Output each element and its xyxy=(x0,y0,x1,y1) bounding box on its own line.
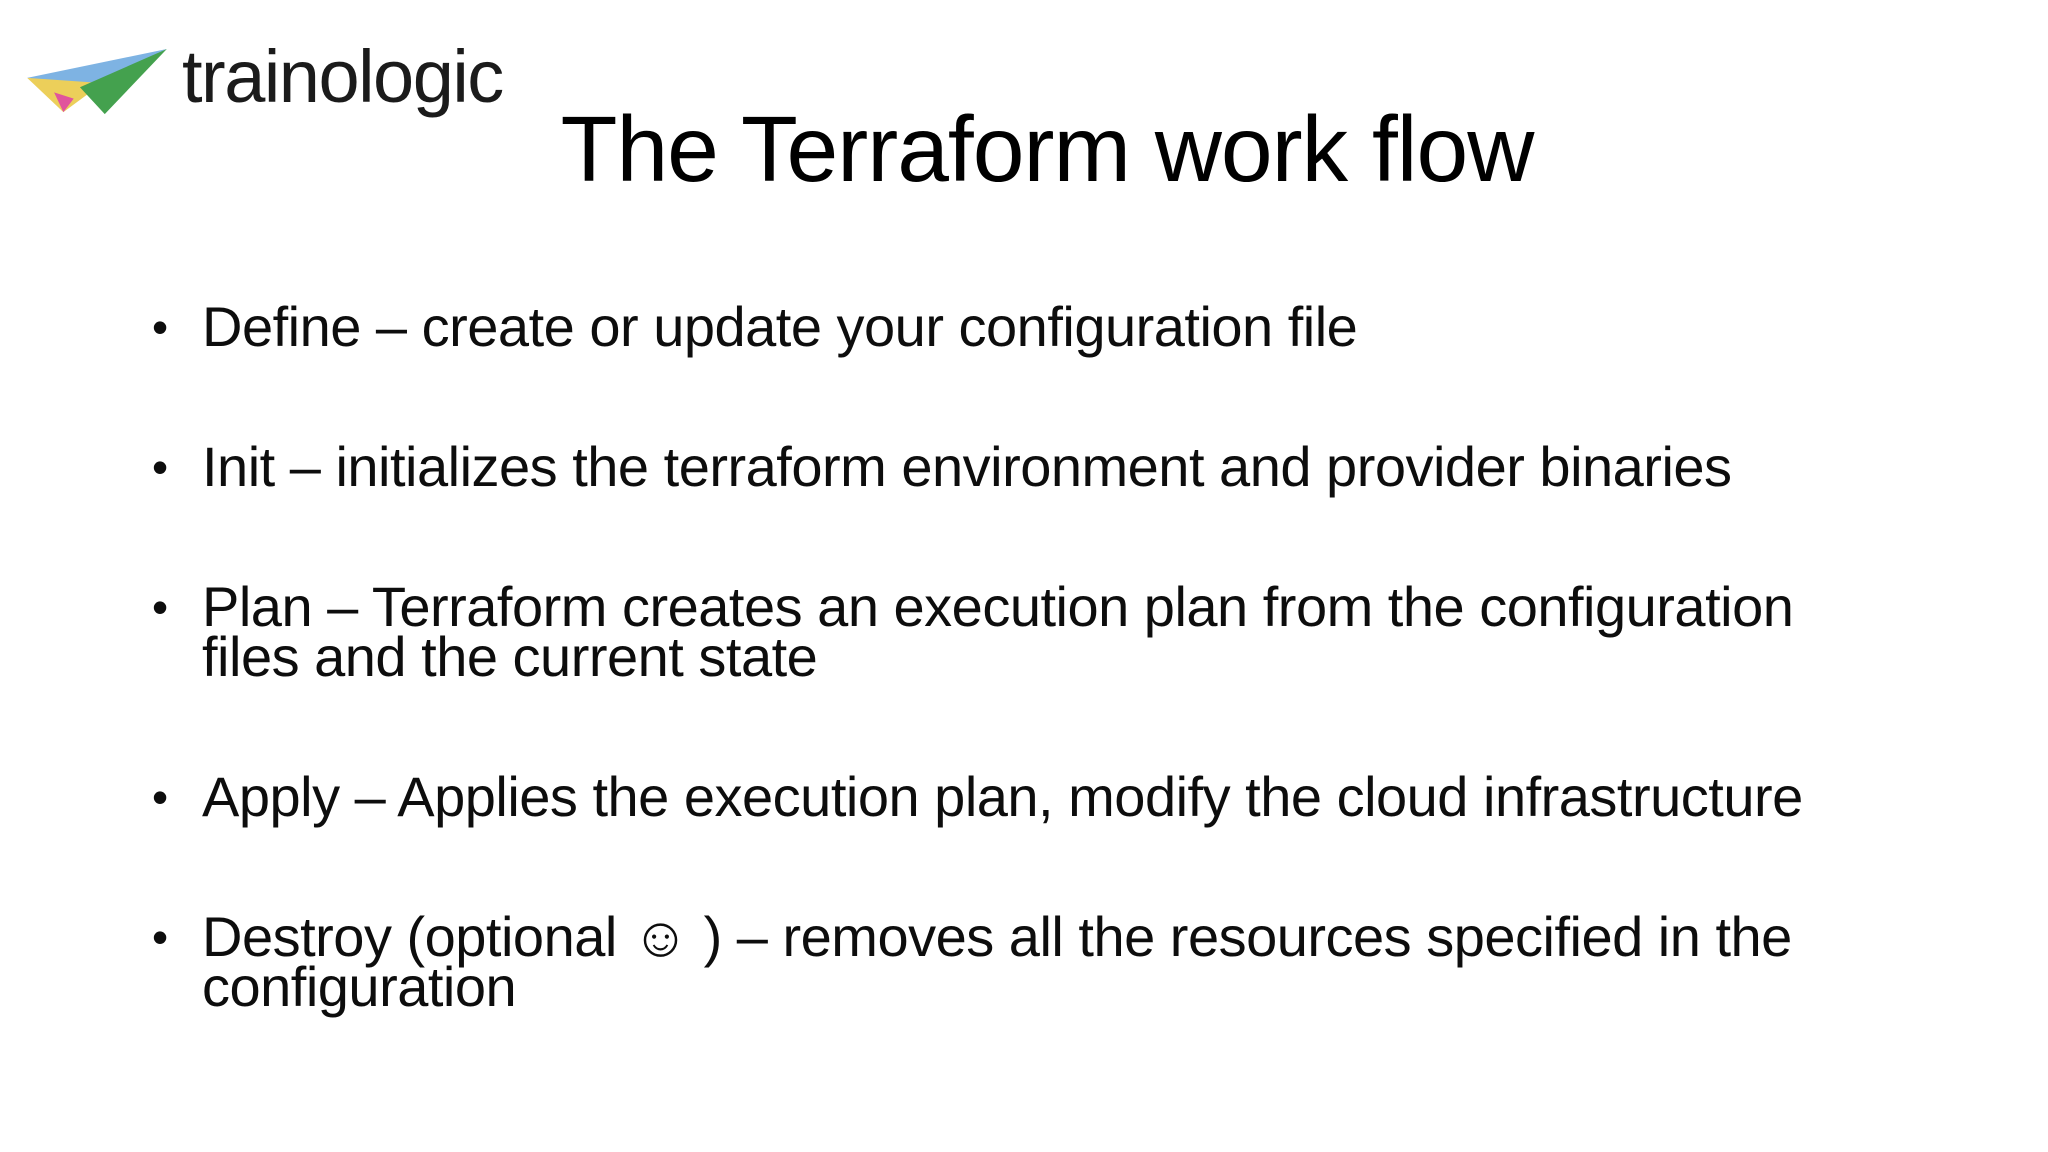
bullet-marker: • xyxy=(152,581,168,633)
logo: trainologic xyxy=(22,35,504,120)
bullet-text: Destroy (optional ☺ ) – removes all the … xyxy=(202,905,1958,1018)
bullet-item-define: • Define – create or update your configu… xyxy=(152,295,1958,358)
bullet-marker: • xyxy=(152,441,168,493)
paper-plane-icon xyxy=(27,48,167,115)
bullet-text: Init – initializes the terraform environ… xyxy=(202,435,1958,498)
bullet-marker: • xyxy=(152,911,168,963)
bullet-text: Plan – Terraform creates an execution pl… xyxy=(202,575,1958,688)
bullet-line: Init – initializes the terraform environ… xyxy=(202,435,1732,498)
bullet-line: Plan – Terraform creates an execution pl… xyxy=(202,575,1794,638)
bullet-line: Destroy (optional ☺ ) – removes all the … xyxy=(202,905,1792,968)
bullet-text: Define – create or update your configura… xyxy=(202,295,1958,358)
bullet-list: • Define – create or update your configu… xyxy=(152,295,1958,1018)
bullet-line: files and the current state xyxy=(202,625,818,688)
bullet-item-destroy: • Destroy (optional ☺ ) – removes all th… xyxy=(152,905,1958,1018)
logo-text: trainologic xyxy=(182,35,504,118)
bullet-marker: • xyxy=(152,771,168,823)
bullet-marker: • xyxy=(152,301,168,353)
bullet-item-init: • Init – initializes the terraform envir… xyxy=(152,435,1958,498)
bullet-line: configuration xyxy=(202,955,517,1018)
slide-title: The Terraform work flow xyxy=(560,97,1535,201)
bullet-line: Define – create or update your configura… xyxy=(202,295,1358,358)
bullet-item-plan: • Plan – Terraform creates an execution … xyxy=(152,575,1958,688)
bullet-text: Apply – Applies the execution plan, modi… xyxy=(202,765,1958,828)
bullet-line: Apply – Applies the execution plan, modi… xyxy=(202,765,1803,828)
bullet-item-apply: • Apply – Applies the execution plan, mo… xyxy=(152,765,1958,828)
